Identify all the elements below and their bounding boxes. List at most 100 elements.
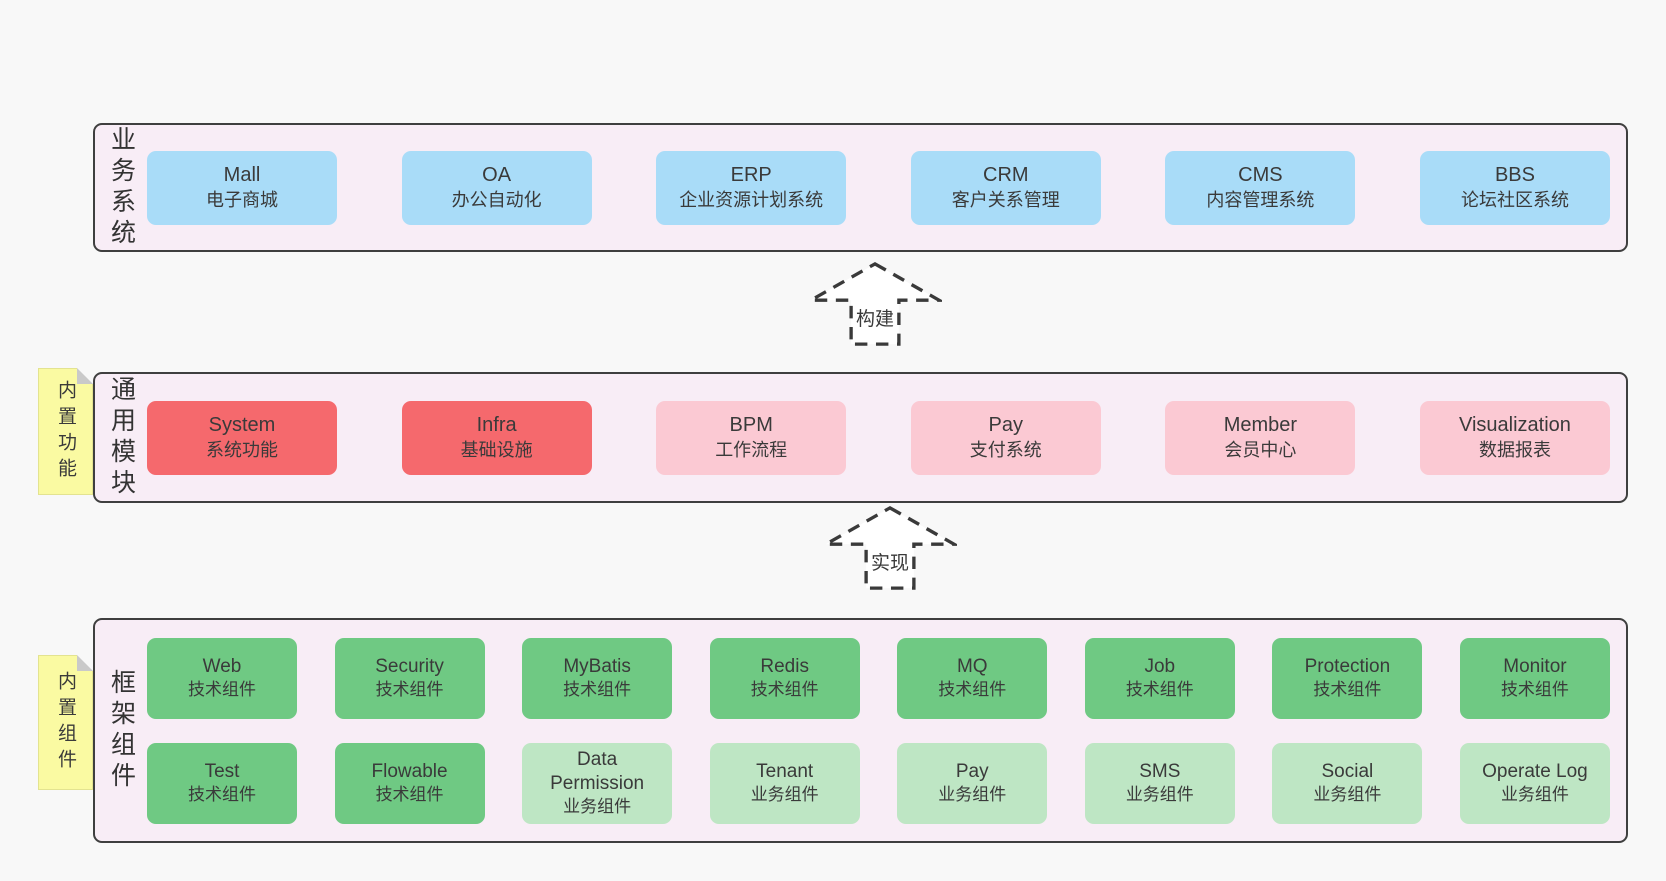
- sticky-builtin-features: 内置功能: [38, 368, 93, 495]
- box-protection: Protection 技术组件: [1272, 637, 1423, 719]
- box-crm: CRM 客户关系管理: [910, 150, 1101, 225]
- arrow-build: 构建: [808, 261, 942, 347]
- box-title: Mall: [223, 164, 261, 187]
- band-label-common-modules: 通用模块: [107, 375, 136, 500]
- box-tenant: Tenant 业务组件: [709, 742, 860, 824]
- box-subtitle: 技术组件: [1125, 680, 1194, 700]
- box-subtitle: 技术组件: [1313, 680, 1382, 700]
- box-bbs: BBS 论坛社区系统: [1419, 150, 1610, 225]
- box-title: Monitor: [1503, 655, 1567, 677]
- box-title: BBS: [1494, 164, 1535, 187]
- box-subtitle: 系统功能: [206, 439, 278, 460]
- box-operate-log: Operate Log 业务组件: [1459, 742, 1610, 824]
- sticky-builtin-components-label: 内置组件: [55, 670, 76, 775]
- box-subtitle: 论坛社区系统: [1460, 189, 1569, 210]
- box-subtitle: 企业资源计划系统: [679, 189, 824, 210]
- box-system: System 系统功能: [147, 400, 337, 475]
- box-title: Social: [1321, 760, 1374, 782]
- box-infra: Infra 基础设施: [401, 400, 592, 475]
- box-title: System: [208, 414, 276, 437]
- arrow-build-label: 构建: [852, 304, 898, 331]
- box-title: Pay: [955, 760, 989, 782]
- box-title: Member: [1223, 414, 1298, 437]
- band-business-systems: 业务系统 Mall 电子商城 OA 办公自动化 ERP 企业资源计划系统 CRM…: [93, 123, 1628, 252]
- box-title: SMS: [1139, 760, 1181, 782]
- box-title: Operate Log: [1482, 760, 1588, 782]
- box-title: MyBatis: [563, 655, 631, 677]
- box-subtitle: 业务组件: [938, 785, 1007, 805]
- box-sms: SMS 业务组件: [1084, 742, 1235, 824]
- box-title: CRM: [983, 164, 1029, 187]
- box-test: Test 技术组件: [147, 742, 297, 824]
- arrow-implement-label: 实现: [867, 548, 913, 575]
- box-social: Social 业务组件: [1272, 742, 1423, 824]
- box-mybatis: MyBatis 技术组件: [522, 637, 673, 719]
- box-erp: ERP 企业资源计划系统: [656, 150, 847, 225]
- sticky-builtin-components: 内置组件: [38, 655, 93, 790]
- box-member: Member 会员中心: [1165, 400, 1356, 475]
- box-job: Job 技术组件: [1084, 637, 1235, 719]
- box-title: Protection: [1304, 655, 1391, 677]
- band-label-business-systems: 业务系统: [107, 125, 136, 250]
- box-subtitle: 会员中心: [1224, 439, 1297, 460]
- box-subtitle: 业务组件: [1125, 785, 1194, 805]
- box-subtitle: 技术组件: [563, 680, 632, 700]
- band-framework-components: 框架组件 Web 技术组件 Security 技术组件 MyBatis 技术组件…: [93, 618, 1628, 843]
- box-subtitle: 技术组件: [375, 680, 444, 700]
- box-title: Web: [202, 655, 242, 677]
- box-subtitle: 基础设施: [460, 439, 533, 460]
- folded-corner-icon: [77, 368, 93, 384]
- box-title: Tenant: [756, 760, 814, 782]
- box-title: OA: [482, 164, 512, 187]
- box-subtitle: 业务组件: [750, 785, 819, 805]
- box-flowable: Flowable 技术组件: [334, 742, 485, 824]
- box-title: MQ: [956, 655, 988, 677]
- box-subtitle: 电子商城: [206, 189, 278, 210]
- box-title: ERP: [730, 164, 772, 187]
- folded-corner-icon: [77, 655, 93, 671]
- band-label-framework-components: 框架组件: [107, 668, 136, 793]
- box-title: Job: [1144, 655, 1176, 677]
- box-title: Security: [375, 655, 444, 677]
- box-subtitle: 数据报表: [1478, 439, 1551, 460]
- arrow-implement: 实现: [823, 505, 957, 591]
- box-subtitle: 技术组件: [188, 785, 256, 805]
- common-modules-row: System 系统功能 Infra 基础设施 BPM 工作流程 Pay 支付系统…: [147, 374, 1610, 501]
- business-systems-row: Mall 电子商城 OA 办公自动化 ERP 企业资源计划系统 CRM 客户关系…: [147, 125, 1610, 250]
- box-title: Pay: [988, 414, 1024, 437]
- box-mq: MQ 技术组件: [897, 637, 1048, 719]
- box-bpm: BPM 工作流程: [656, 400, 847, 475]
- box-subtitle: 业务组件: [1500, 785, 1569, 805]
- box-cms: CMS 内容管理系统: [1165, 150, 1356, 225]
- box-title: Visualization: [1459, 414, 1571, 437]
- box-subtitle: 技术组件: [188, 680, 256, 700]
- box-subtitle: 办公自动化: [451, 189, 542, 210]
- box-title: Infra: [476, 414, 517, 437]
- box-mall: Mall 电子商城: [147, 150, 337, 225]
- box-title: Flowable: [371, 760, 448, 782]
- framework-components-grid: Web 技术组件 Security 技术组件 MyBatis 技术组件 Redi…: [147, 620, 1610, 841]
- box-monitor: Monitor 技术组件: [1459, 637, 1610, 719]
- box-subtitle: 客户关系管理: [951, 189, 1060, 210]
- box-oa: OA 办公自动化: [401, 150, 592, 225]
- box-subtitle: 技术组件: [938, 680, 1007, 700]
- box-pay-component: Pay 业务组件: [897, 742, 1048, 824]
- box-subtitle: 支付系统: [969, 439, 1042, 460]
- box-subtitle: 技术组件: [375, 785, 444, 805]
- box-web: Web 技术组件: [147, 637, 297, 719]
- box-subtitle: 技术组件: [750, 680, 819, 700]
- box-subtitle: 业务组件: [563, 797, 632, 817]
- box-subtitle: 业务组件: [1313, 785, 1382, 805]
- box-title: Data Permission: [550, 748, 645, 795]
- box-redis: Redis 技术组件: [709, 637, 860, 719]
- box-title: Redis: [760, 655, 809, 677]
- box-visualization: Visualization 数据报表: [1419, 400, 1610, 475]
- box-subtitle: 工作流程: [715, 439, 788, 460]
- box-data-permission: Data Permission 业务组件: [522, 742, 673, 824]
- box-pay: Pay 支付系统: [910, 400, 1101, 475]
- box-title: Test: [204, 760, 240, 782]
- box-subtitle: 内容管理系统: [1206, 189, 1315, 210]
- box-subtitle: 技术组件: [1500, 680, 1569, 700]
- band-common-modules: 通用模块 System 系统功能 Infra 基础设施 BPM 工作流程 Pay…: [93, 372, 1628, 503]
